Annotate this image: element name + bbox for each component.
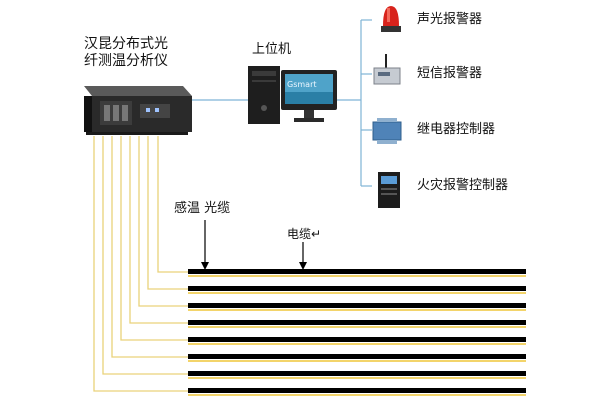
fiber-line	[147, 136, 188, 290]
cable-row	[188, 354, 526, 362]
alarm-light-icon	[381, 6, 401, 32]
relay-controller-icon	[372, 118, 402, 144]
fiber-line	[138, 136, 188, 307]
cable-row	[188, 303, 526, 311]
host-screen-text: Gsmart	[287, 80, 317, 89]
cable-row	[188, 320, 526, 328]
cable-row	[188, 337, 526, 345]
power-cable-arrow	[299, 242, 307, 270]
fiber-line	[129, 136, 188, 324]
cable-row	[188, 286, 526, 294]
device-label-relay-controller: 继电器控制器	[417, 122, 496, 137]
host-computer	[248, 66, 337, 124]
fiber-lines	[93, 136, 188, 392]
power-cable-label: 电缆↵	[287, 227, 322, 241]
sms-modem-icon	[373, 54, 401, 85]
device-label-fire-alarm-controller: 火灾报警控制器	[417, 178, 509, 193]
fiber-line	[120, 136, 188, 341]
analyzer-device	[84, 86, 192, 135]
fiber-cable-label: 感温 光缆	[174, 201, 231, 216]
analyzer-label-line1: 汉昆分布式光	[84, 36, 168, 52]
device-label-sms-alarm: 短信报警器	[417, 66, 483, 81]
fiber-line	[102, 136, 188, 375]
cable-row	[188, 269, 526, 277]
fiber-line	[93, 136, 188, 392]
cable-rows	[188, 269, 526, 396]
device-label-sound-light-alarm: 声光报警器	[417, 12, 483, 27]
fire-alarm-controller-icon	[378, 172, 400, 208]
analyzer-label-line2: 纤测温分析仪	[84, 53, 168, 69]
cable-row	[188, 371, 526, 379]
fiber-cable-arrow	[201, 220, 209, 270]
fiber-line	[157, 136, 188, 273]
cable-row	[188, 388, 526, 396]
fiber-line	[111, 136, 188, 358]
host-label: 上位机	[252, 42, 292, 57]
